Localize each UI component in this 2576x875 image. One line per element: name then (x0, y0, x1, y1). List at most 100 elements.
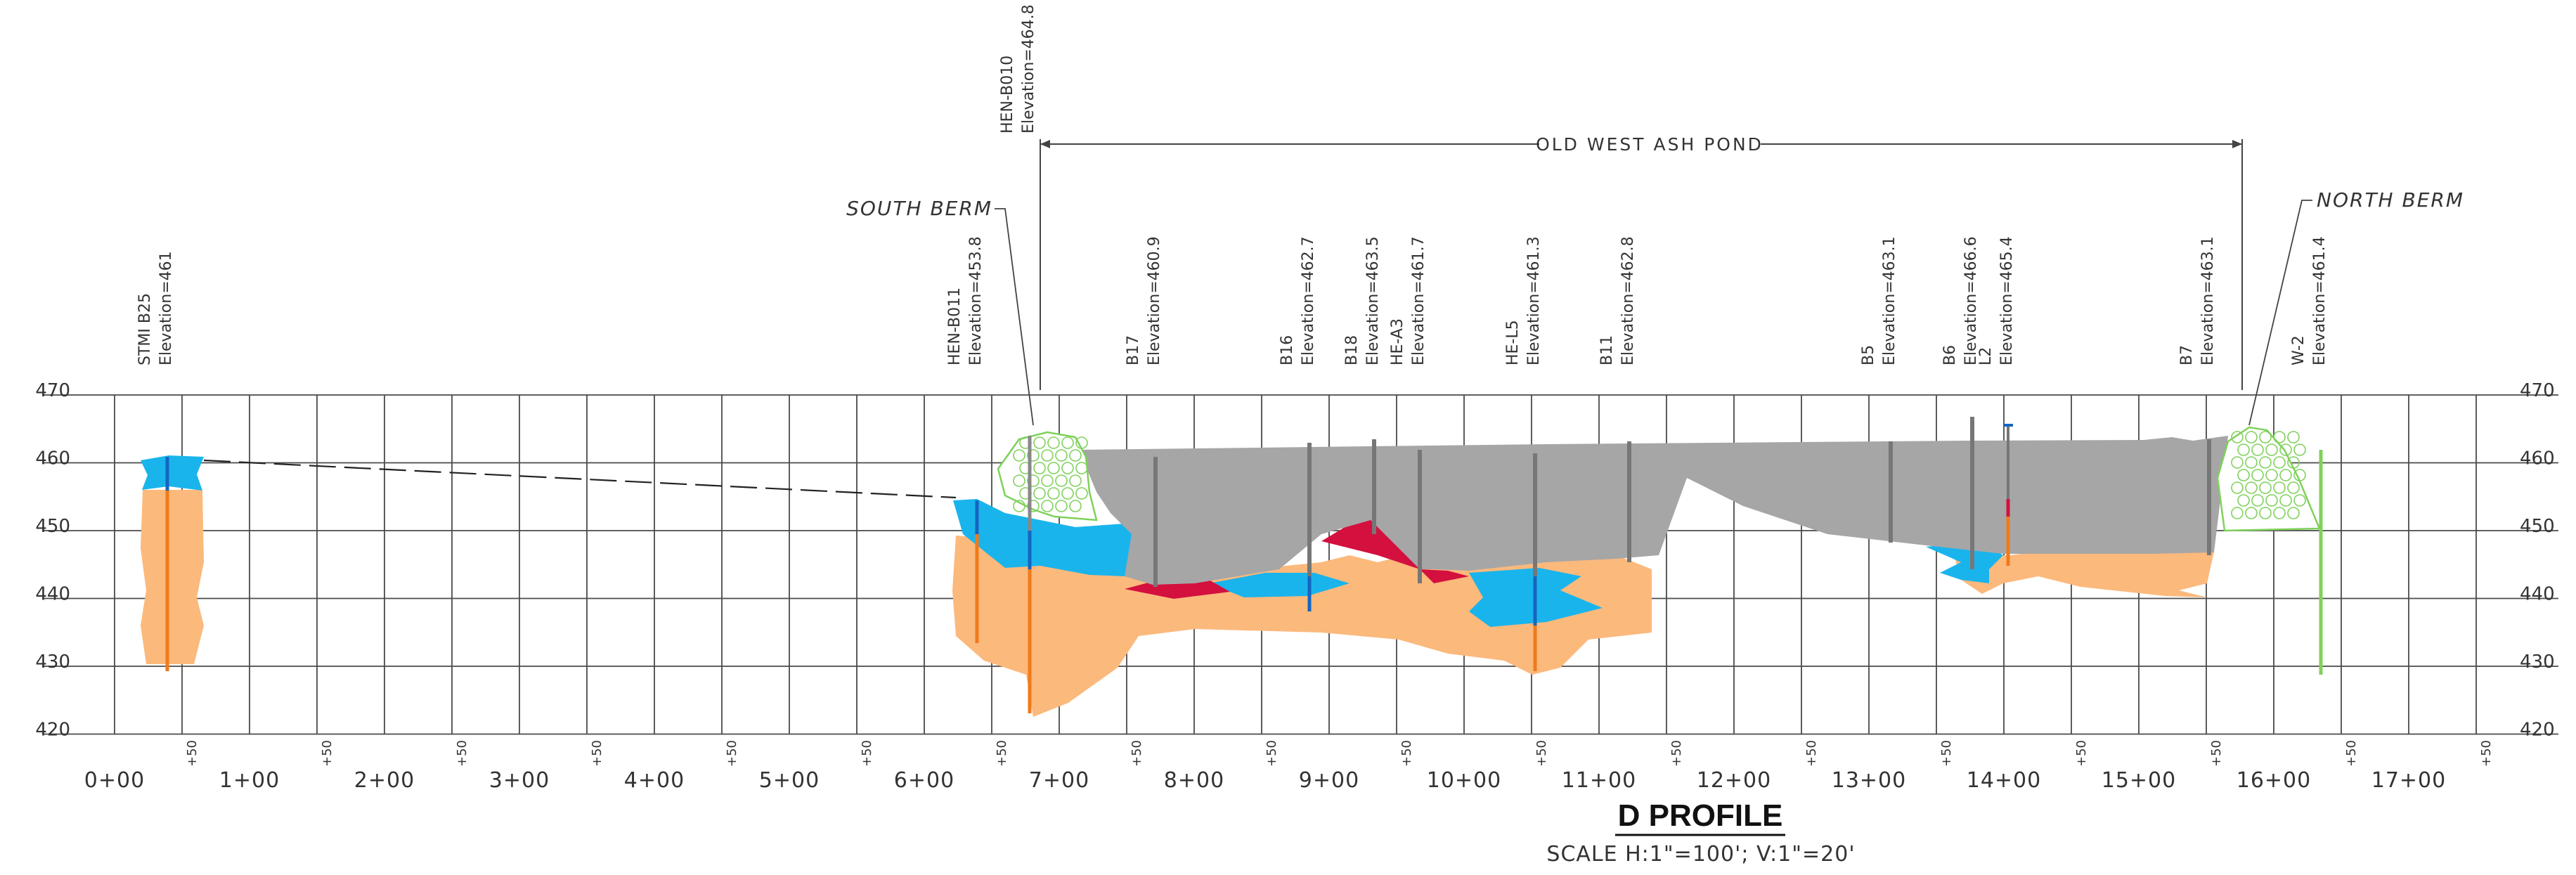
half-station-label: +50 (320, 740, 335, 767)
station-label: 17+00 (2371, 768, 2446, 793)
boring-name-label: HEN-B011 (946, 287, 964, 365)
cobble-mark (1013, 500, 1025, 512)
boreholes (165, 417, 2323, 713)
boring-elevation-label: Elevation=462.8 (1619, 236, 1637, 365)
station-label: 3+00 (489, 768, 550, 793)
station-label: 5+00 (759, 768, 820, 793)
boring-name-label: STMI B25 (136, 293, 154, 365)
half-station-label: +50 (1804, 740, 1819, 767)
boring-name-label: B5 (1860, 345, 1877, 365)
boring-elevation-label: Elevation=463.1 (1881, 236, 1898, 365)
half-station-label: +50 (1399, 740, 1414, 767)
boring-name-label: B18 (1343, 335, 1361, 365)
half-station-label: +50 (455, 740, 470, 767)
cobble-mark (1033, 462, 1046, 474)
cobble-mark (1033, 436, 1046, 449)
boring-name-label: HE-L5 (1504, 320, 1522, 365)
cobble-mark (1047, 436, 1060, 449)
boring-elevation-label: Elevation=461.3 (1525, 236, 1543, 365)
half-station-label: +50 (2479, 740, 2494, 767)
cobble-mark (2265, 469, 2278, 481)
elevation-tick-left: 440 (35, 584, 70, 605)
cobble-mark (2293, 469, 2306, 481)
half-station-label: +50 (1939, 740, 1954, 767)
boring-name-label: HE-A3 (1389, 318, 1406, 365)
station-label: 12+00 (1697, 768, 1771, 793)
berm-callouts (995, 200, 2312, 426)
boring-elevation-label: Elevation=462.7 (1300, 236, 1317, 365)
cobble-mark (1047, 487, 1060, 500)
boring-elevation-label: Elevation=461 (157, 251, 175, 365)
cobble-mark (2293, 494, 2306, 507)
station-label: 8+00 (1164, 768, 1224, 793)
south-berm-leader (995, 208, 1034, 426)
cobble-mark (1013, 474, 1025, 487)
scale-note: SCALE H:1"=100'; V:1"=20' (1546, 842, 1855, 867)
pond-arrow-right (2232, 140, 2242, 148)
boring-name-label: B6 (1941, 345, 1959, 365)
cobble-mark (1069, 449, 1082, 462)
station-label: 7+00 (1029, 768, 1089, 793)
elevation-tick-right: 460 (2520, 448, 2555, 469)
clay-lens-a (1209, 573, 1350, 597)
station-label: 4+00 (624, 768, 685, 793)
cobble-mark (2259, 431, 2272, 443)
cobble-mark (2245, 481, 2258, 494)
cobble-mark (2237, 494, 2250, 507)
cobble-mark (1055, 449, 1068, 462)
cobble-mark (1061, 436, 1074, 449)
station-label: 6+00 (894, 768, 954, 793)
sand-layer-left (141, 490, 204, 664)
pond-arrow-left (1040, 140, 1050, 148)
elevation-tick-left: 470 (35, 380, 70, 401)
half-station-label: +50 (995, 740, 1009, 767)
station-label: 2+00 (354, 768, 415, 793)
station-label: 14+00 (1967, 768, 2041, 793)
boring-name-label: B16 (1279, 335, 1296, 365)
cobble-mark (2245, 507, 2258, 519)
cobble-mark (2287, 507, 2300, 519)
station-label: 10+00 (1427, 768, 1501, 793)
cobble-mark (2273, 507, 2286, 519)
north-berm-label: NORTH BERM (2317, 188, 2464, 212)
north-berm-leader (2248, 200, 2312, 426)
cobble-mark (2231, 456, 2244, 469)
elevation-tick-right: 430 (2520, 652, 2555, 673)
cobble-mark (1075, 462, 1088, 474)
station-label: 13+00 (1832, 768, 1906, 793)
south-berm-label: SOUTH BERM (846, 197, 992, 220)
elevation-tick-left: 420 (35, 720, 70, 741)
cobble-mark (2259, 481, 2272, 494)
cobble-mark (2251, 469, 2264, 481)
half-station-label: +50 (1669, 740, 1684, 767)
half-station-label: +50 (725, 740, 739, 767)
boring-elevation-label: Elevation=461.7 (1410, 236, 1428, 365)
half-station-label: +50 (1534, 740, 1549, 767)
cobble-mark (2237, 469, 2250, 481)
station-label: 11+00 (1562, 768, 1636, 793)
fill-red-lens-3 (1420, 569, 1469, 583)
sand-layer-right (1954, 552, 2214, 597)
elevation-tick-right: 470 (2520, 380, 2555, 401)
pond-label: OLD WEST ASH POND (1536, 134, 1763, 155)
half-station-label: +50 (2209, 740, 2224, 767)
cobble-mark (1041, 474, 1054, 487)
half-station-label: +50 (185, 740, 200, 767)
half-station-label: +50 (2344, 740, 2359, 767)
boring-name-label: B17 (1125, 335, 1142, 365)
cobble-mark (2231, 481, 2244, 494)
cobble-mark (1041, 449, 1054, 462)
cobble-mark (1061, 487, 1074, 500)
boring-name-label: B7 (2178, 345, 2196, 365)
cobble-mark (1061, 462, 1074, 474)
boring-name-label: B11 (1598, 335, 1616, 365)
cobble-mark (2279, 494, 2292, 507)
cobble-mark (2265, 494, 2278, 507)
station-label: 16+00 (2237, 768, 2311, 793)
station-label: 15+00 (2102, 768, 2176, 793)
cobble-mark (2265, 443, 2278, 456)
cobble-mark (2287, 481, 2300, 494)
station-label: 9+00 (1299, 768, 1359, 793)
boring-elevation-label: Elevation=465.4 (1998, 236, 2016, 365)
